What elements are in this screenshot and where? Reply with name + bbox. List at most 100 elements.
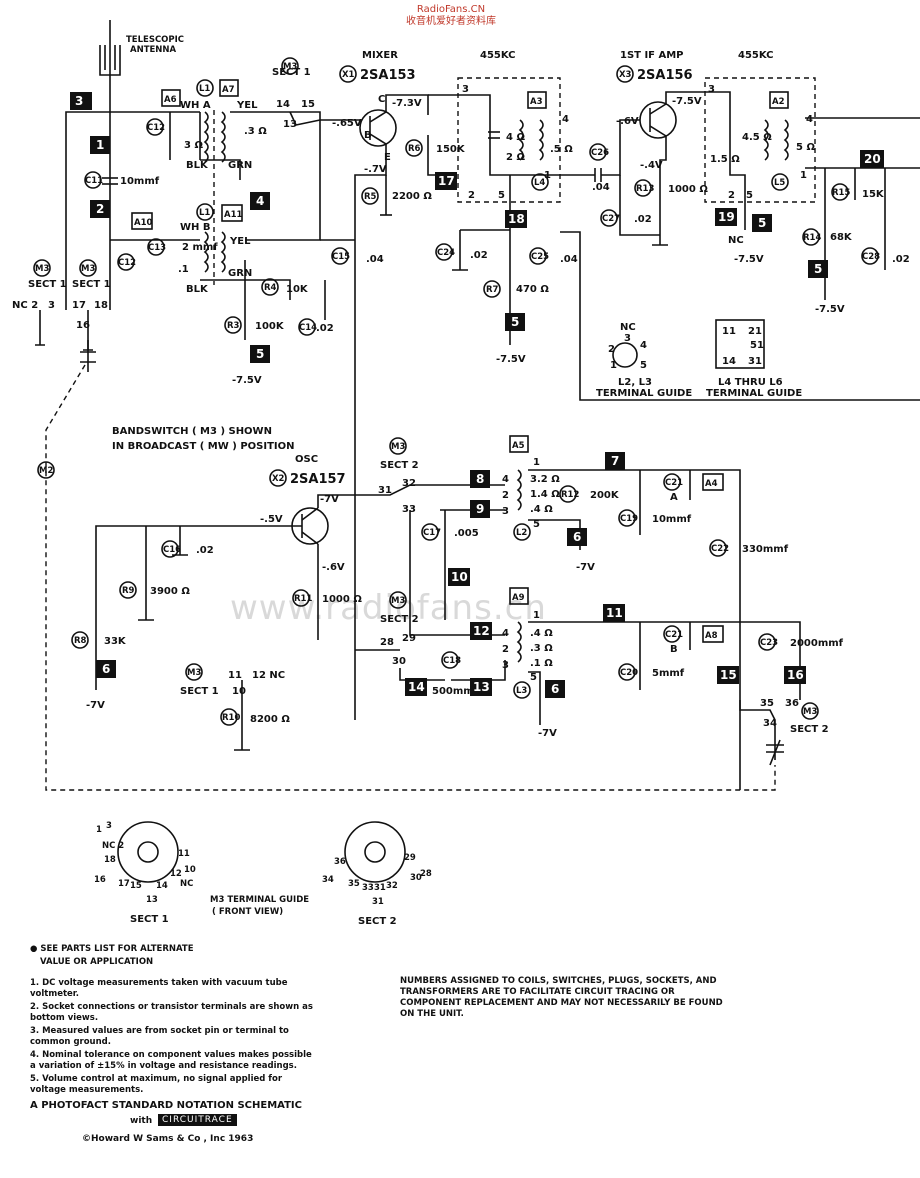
svg-text:A: A (670, 492, 678, 503)
if2-freq: 455KC (738, 50, 774, 61)
svg-text:5: 5 (640, 360, 647, 371)
svg-text:B: B (364, 130, 372, 141)
svg-text:6: 6 (102, 662, 110, 676)
svg-text:M2: M2 (39, 466, 53, 476)
svg-text:X2: X2 (272, 474, 285, 484)
svg-text:36: 36 (334, 857, 346, 867)
svg-text:A6: A6 (164, 95, 177, 105)
svg-text:L2: L2 (516, 528, 527, 538)
svg-text:29: 29 (402, 633, 416, 644)
svg-text:-7V: -7V (576, 562, 595, 573)
svg-text:.02: .02 (892, 254, 910, 265)
svg-text:-7.5V: -7.5V (496, 354, 526, 365)
svg-text:A3: A3 (530, 97, 543, 107)
svg-text:NC: NC (180, 879, 193, 889)
svg-text:-.5V: -.5V (260, 514, 283, 525)
svg-text:.4 Ω: .4 Ω (530, 504, 553, 515)
svg-text:SECT 1: SECT 1 (72, 279, 111, 290)
m3-sect1-wafer (117, 821, 179, 883)
svg-text:NC 2: NC 2 (102, 841, 124, 851)
notes-section: ● SEE PARTS LIST FOR ALTERNATE VALUE OR … (30, 944, 320, 1098)
svg-text:15: 15 (130, 881, 142, 891)
svg-text:3: 3 (462, 84, 469, 95)
svg-text:R14: R14 (803, 233, 821, 243)
svg-text:C19: C19 (620, 514, 638, 524)
svg-text:M3: M3 (187, 668, 201, 678)
numbering-note: NUMBERS ASSIGNED TO COILS, SWITCHES, PLU… (400, 976, 723, 1019)
svg-text:M3: M3 (283, 62, 297, 72)
svg-text:1: 1 (800, 170, 807, 181)
svg-text:R6: R6 (408, 144, 421, 154)
svg-text:C21: C21 (665, 478, 683, 488)
yel-label-2: YEL (229, 236, 251, 247)
svg-text:R13: R13 (636, 184, 654, 194)
svg-text:5: 5 (758, 216, 766, 230)
svg-text:10: 10 (184, 865, 196, 875)
svg-text:NC: NC (620, 322, 636, 333)
svg-text:A8: A8 (705, 631, 718, 641)
svg-text:R10: R10 (222, 713, 240, 723)
svg-text:17: 17 (118, 879, 130, 889)
svg-text:C13: C13 (148, 243, 166, 253)
svg-text:R9: R9 (122, 586, 135, 596)
svg-text:L1: L1 (199, 208, 210, 218)
capacitor-c11 (102, 177, 118, 185)
svg-text:2: 2 (608, 344, 615, 355)
svg-text:R12: R12 (561, 490, 579, 500)
svg-text:5mmf: 5mmf (652, 668, 685, 679)
svg-text:M3: M3 (35, 264, 49, 274)
svg-text:330mmf: 330mmf (742, 544, 789, 555)
svg-text:5 Ω: 5 Ω (796, 142, 815, 153)
svg-text:C24: C24 (437, 248, 455, 258)
svg-text:16: 16 (76, 320, 90, 331)
mixer-transistor (359, 109, 397, 147)
svg-text:SECT 2: SECT 2 (790, 724, 829, 735)
circuitrace-logo: CIRCUITRACE (158, 1114, 237, 1126)
svg-text:1: 1 (96, 825, 102, 835)
svg-text:-7.5V: -7.5V (815, 304, 845, 315)
osc-label: OSC (295, 454, 318, 465)
svg-text:3900 Ω: 3900 Ω (150, 586, 190, 597)
supply-1: -7.5V (232, 375, 262, 386)
svg-text:( FRONT VIEW): ( FRONT VIEW) (212, 907, 283, 917)
svg-text:6: 6 (551, 682, 559, 696)
parts-note-1: ● SEE PARTS LIST FOR ALTERNATE (30, 944, 194, 954)
svg-text:11: 11 (228, 670, 242, 681)
svg-text:.3 Ω: .3 Ω (244, 126, 267, 137)
svg-text:14: 14 (156, 881, 168, 891)
svg-text:R4: R4 (264, 283, 277, 293)
svg-text:-.6V: -.6V (322, 562, 345, 573)
svg-text:C21: C21 (665, 630, 683, 640)
r3-value: 100K (255, 321, 285, 332)
svg-text:.4 Ω: .4 Ω (530, 628, 553, 639)
site-cn-name: 收音机爱好者资料库 (406, 16, 496, 27)
svg-text:2200 Ω: 2200 Ω (392, 191, 432, 202)
svg-text:-7V: -7V (320, 494, 339, 505)
copyright: ©Howard W Sams & Co , Inc 1963 (82, 1134, 254, 1144)
svg-text:15: 15 (720, 668, 737, 682)
svg-text:SECT 1: SECT 1 (28, 279, 67, 290)
svg-text:32: 32 (386, 881, 398, 891)
svg-text:R11: R11 (294, 594, 312, 604)
svg-text:5: 5 (256, 347, 264, 361)
svg-text:10mmf: 10mmf (652, 514, 692, 525)
svg-text:C28: C28 (862, 252, 880, 262)
svg-text:-.6V: -.6V (616, 116, 639, 127)
svg-text:5: 5 (746, 190, 753, 201)
circuit-number-boxes: 3 1 2 4 5 17 18 5 19 5 20 5 8 9 7 6 10 1… (70, 92, 884, 698)
svg-text:31: 31 (378, 485, 392, 496)
svg-text:31: 31 (372, 897, 384, 907)
if-amp-transistor (639, 101, 677, 139)
svg-text:SECT 1: SECT 1 (130, 914, 169, 925)
svg-text:11: 11 (178, 849, 190, 859)
svg-text:4 Ω: 4 Ω (506, 132, 525, 143)
blk-label-2: BLK (186, 284, 209, 295)
svg-text:.3 Ω: .3 Ω (530, 643, 553, 654)
svg-text:L3: L3 (516, 686, 527, 696)
svg-text:M3: M3 (391, 442, 405, 452)
svg-text:34: 34 (322, 875, 334, 885)
svg-text:2SA157: 2SA157 (290, 472, 346, 487)
svg-text:R3: R3 (227, 321, 240, 331)
svg-text:L2, L3: L2, L3 (618, 377, 652, 388)
